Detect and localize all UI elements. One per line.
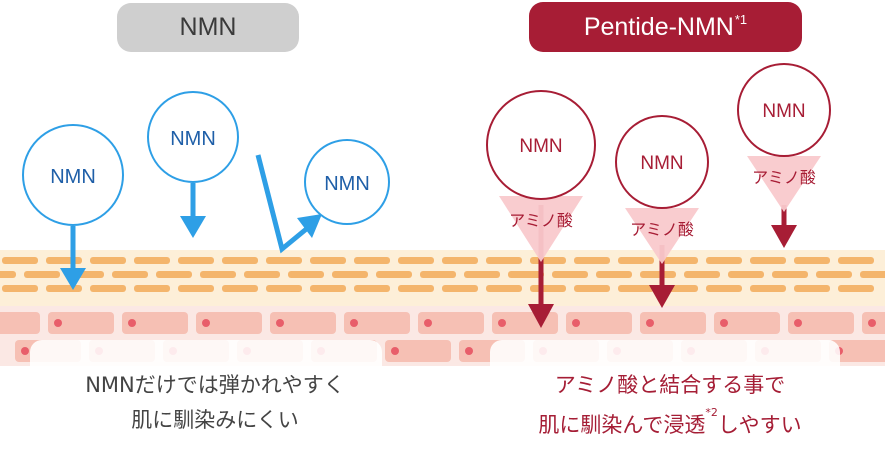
- skin-layers: [0, 250, 885, 380]
- pentide-molecule-1: [486, 90, 596, 200]
- pentide-arrow-2-head: [649, 285, 675, 308]
- right-caption-line-1: アミノ酸と結合する事で: [554, 373, 786, 397]
- left-caption: NMNだけでは弾かれやすく 肌に馴染みにくい: [20, 368, 410, 438]
- right-caption-panel: [490, 340, 840, 380]
- amino-acid-tag-1: アミノ酸: [509, 212, 573, 230]
- left-caption-panel: [30, 340, 382, 380]
- nmn-molecule-3-label: NMN: [324, 173, 370, 195]
- nmn-molecule-3: [304, 139, 390, 225]
- skin-surface-bricks: [0, 257, 885, 292]
- pentide-nmn-header-note: *1: [734, 11, 748, 27]
- left-caption-line-2: 肌に馴染みにくい: [131, 408, 299, 432]
- nmn-header-label: NMN: [179, 13, 237, 41]
- right-caption-note: *2: [705, 406, 718, 419]
- amino-acid-triangle-1: [499, 196, 583, 262]
- pentide-molecule-3: [737, 63, 831, 157]
- right-caption: アミノ酸と結合する事で 肌に馴染んで浸透*2しやすい: [470, 368, 870, 443]
- left-caption-line-1: NMNだけでは弾かれやすく: [85, 373, 345, 397]
- nmn-molecule-2-label: NMN: [170, 128, 216, 150]
- pentide-molecule-2-label: NMN: [640, 153, 683, 174]
- pentide-nmn-header-pill: Pentide-NMN*1: [529, 2, 802, 52]
- pentide-molecule-3-label: NMN: [762, 101, 805, 122]
- amino-acid-tag-2: アミノ酸: [630, 221, 694, 239]
- nmn-molecule-1-label: NMN: [50, 166, 96, 188]
- nmn-arrow-1-head: [60, 268, 86, 290]
- right-pentide-molecules: NMN アミノ酸 NMN アミノ酸 NMN アミノ酸: [486, 63, 831, 328]
- right-caption-line-2: 肌に馴染んで浸透*2しやすい: [470, 403, 870, 443]
- bounce-arrow-head: [297, 214, 322, 238]
- nmn-molecule-2: [147, 91, 239, 183]
- nmn-arrow-2-head: [180, 216, 206, 238]
- bounce-arrow-line: [255, 154, 312, 254]
- pentide-arrow-3-head: [771, 225, 797, 248]
- right-caption-line-2-a: 肌に馴染んで浸透: [538, 413, 706, 437]
- pentide-arrow-1-head: [528, 304, 554, 328]
- amino-acid-triangle-2: [625, 208, 699, 264]
- pentide-molecule-2: [615, 115, 709, 209]
- right-caption-line-2-b: しやすい: [717, 413, 802, 437]
- nmn-molecule-1: [22, 124, 124, 226]
- pentide-molecule-1-label: NMN: [519, 136, 562, 157]
- amino-acid-tag-3: アミノ酸: [752, 169, 816, 187]
- amino-acid-triangle-3: [747, 156, 821, 212]
- left-nmn-molecules: NMN NMN NMN: [22, 91, 390, 290]
- nmn-header-pill: NMN: [117, 3, 299, 52]
- pentide-nmn-header-label: Pentide-NMN: [583, 12, 734, 41]
